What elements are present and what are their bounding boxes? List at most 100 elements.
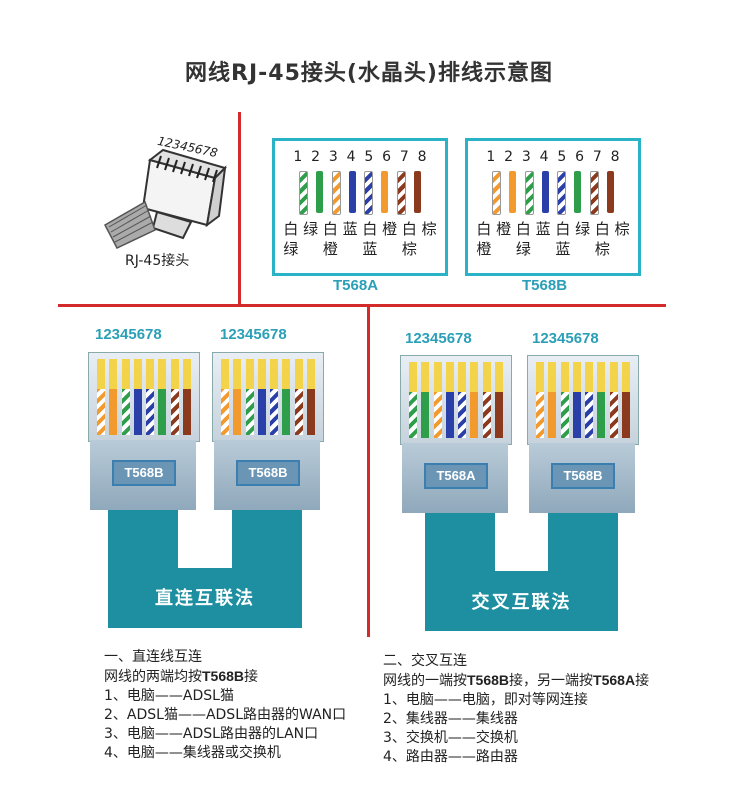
- plug-wire: [270, 359, 279, 435]
- crossover-cable-label: 交叉互联法: [471, 592, 572, 613]
- wire-strand: [574, 171, 582, 213]
- plug-wire: [409, 362, 417, 438]
- wire-strand: [316, 171, 324, 213]
- pin-number: 3: [328, 149, 338, 165]
- wire-color-label: 白绿: [283, 220, 299, 258]
- pin-number: 5: [364, 149, 374, 165]
- straight-rule-suffix: 接: [244, 669, 259, 685]
- crossover-note-item: 4、路由器——路由器: [383, 749, 518, 765]
- pin-number: 2: [504, 149, 514, 165]
- straight-right-pin-numbers: 12345678: [220, 326, 287, 343]
- plug-wire: [221, 359, 229, 435]
- plug-wire: [494, 362, 503, 438]
- crossover-rule-mid: 接，另一端按: [509, 673, 594, 689]
- pin-number: 7: [399, 149, 409, 165]
- wire-strand: [381, 171, 389, 213]
- wire-strand: [606, 171, 614, 213]
- plug-wire: [609, 362, 618, 438]
- straight-note-item: 3、电脑——ADSL路由器的LAN口: [104, 726, 319, 742]
- pin-number: 4: [539, 149, 549, 165]
- wire-color-label: 橙: [382, 220, 398, 238]
- wire-color-label: 棕: [614, 220, 630, 238]
- crossover-left-standard-badge: T568A: [424, 463, 488, 489]
- pin-number: 6: [575, 149, 585, 165]
- plug-wire: [294, 359, 303, 435]
- plug-pins: [536, 362, 630, 438]
- plug-wire: [233, 359, 242, 435]
- wire-strand: [524, 171, 534, 215]
- wire-color-label: 绿: [575, 220, 591, 238]
- straight-cable-label: 直连互联法: [155, 588, 255, 609]
- rj45-connector-illustration: 12345678 RJ-45接头: [95, 130, 235, 270]
- pin-number: 8: [610, 149, 620, 165]
- plug-wire: [182, 359, 191, 435]
- t568b-color-labels: 白橙橙 白绿蓝 白蓝绿 白棕棕: [474, 219, 632, 259]
- straight-rule-standard: T568B: [202, 668, 245, 684]
- plug-pins: [97, 359, 191, 435]
- pin-number: 8: [417, 149, 427, 165]
- rj45-connector-drawing: [104, 148, 227, 249]
- crossover-left-pin-numbers: 12345678: [405, 330, 472, 347]
- straight-note-item: 2、ADSL猫——ADSL路由器的WAN口: [104, 707, 347, 723]
- crossover-note-item: 2、集线器——集线器: [383, 711, 518, 727]
- pin-number: 5: [557, 149, 567, 165]
- plug-wire: [585, 362, 594, 438]
- wire-color-label: 棕: [421, 220, 437, 238]
- pin-number: 7: [592, 149, 602, 165]
- crossover-notes-heading: 二、交叉互连: [383, 653, 467, 669]
- divider-vertical-bottom: [367, 307, 370, 637]
- wire-strand: [492, 171, 501, 215]
- straight-left-standard-badge: T568B: [112, 460, 176, 486]
- pin-number: 1: [293, 149, 303, 165]
- wire-color-label: 白橙: [322, 220, 338, 258]
- straight-right-plug: T568B: [212, 352, 324, 512]
- divider-vertical-top: [238, 112, 241, 307]
- plug-wire: [433, 362, 442, 438]
- pin-number: 3: [521, 149, 531, 165]
- plug-wire: [548, 362, 557, 438]
- wire-color-label: 白蓝: [555, 220, 571, 258]
- diagram-title: 网线RJ-45接头(水晶头)排线示意图: [185, 61, 553, 86]
- straight-notes-heading: 一、直连线互连: [104, 649, 202, 665]
- pin-number: 6: [382, 149, 392, 165]
- wire-color-label: 白橙: [476, 220, 492, 258]
- plug-wire: [282, 359, 291, 435]
- wire-strand: [413, 171, 421, 213]
- plug-wire: [536, 362, 544, 438]
- t568a-wires: [299, 171, 421, 215]
- plug-wire: [133, 359, 142, 435]
- wire-strand: [589, 171, 599, 215]
- plug-wire: [560, 362, 569, 438]
- crossover-note-item: 1、电脑——电脑，即对等网连接: [383, 692, 588, 708]
- wire-strand: [348, 171, 356, 213]
- wire-color-label: 白绿: [515, 220, 531, 258]
- plug-wire: [421, 362, 430, 438]
- wire-strand: [299, 171, 308, 215]
- plug-wire: [109, 359, 118, 435]
- plug-wire: [306, 359, 315, 435]
- wire-color-label: 蓝: [535, 220, 551, 238]
- wire-strand: [509, 171, 517, 213]
- t568b-wires: [492, 171, 614, 215]
- plug-wire: [470, 362, 479, 438]
- wire-strand: [364, 171, 374, 215]
- wire-strand: [541, 171, 549, 213]
- t568a-color-labels: 白绿绿 白橙蓝 白蓝橙 白棕棕: [281, 219, 439, 259]
- plug-pins: [409, 362, 503, 438]
- plug-wire: [482, 362, 491, 438]
- plug-wire: [257, 359, 266, 435]
- wire-color-label: 白蓝: [362, 220, 378, 258]
- plug-wire: [621, 362, 630, 438]
- straight-notes-rule: 网线的两端均按T568B接: [104, 667, 374, 687]
- straight-left-pin-numbers: 12345678: [95, 326, 162, 343]
- wire-strand: [557, 171, 567, 215]
- t568b-caption: T568B: [522, 277, 568, 294]
- plug-wire: [170, 359, 179, 435]
- divider-horizontal: [58, 304, 666, 307]
- wire-color-label: 橙: [496, 220, 512, 238]
- straight-notes: 一、直连线互连 网线的两端均按T568B接 1、电脑——ADSL猫 2、ADSL…: [104, 648, 374, 763]
- crossover-right-plug: T568B: [527, 355, 639, 515]
- straight-rule-prefix: 网线的两端均按: [104, 669, 202, 685]
- pin-number: 1: [486, 149, 496, 165]
- connector-caption: RJ-45接头: [125, 253, 190, 269]
